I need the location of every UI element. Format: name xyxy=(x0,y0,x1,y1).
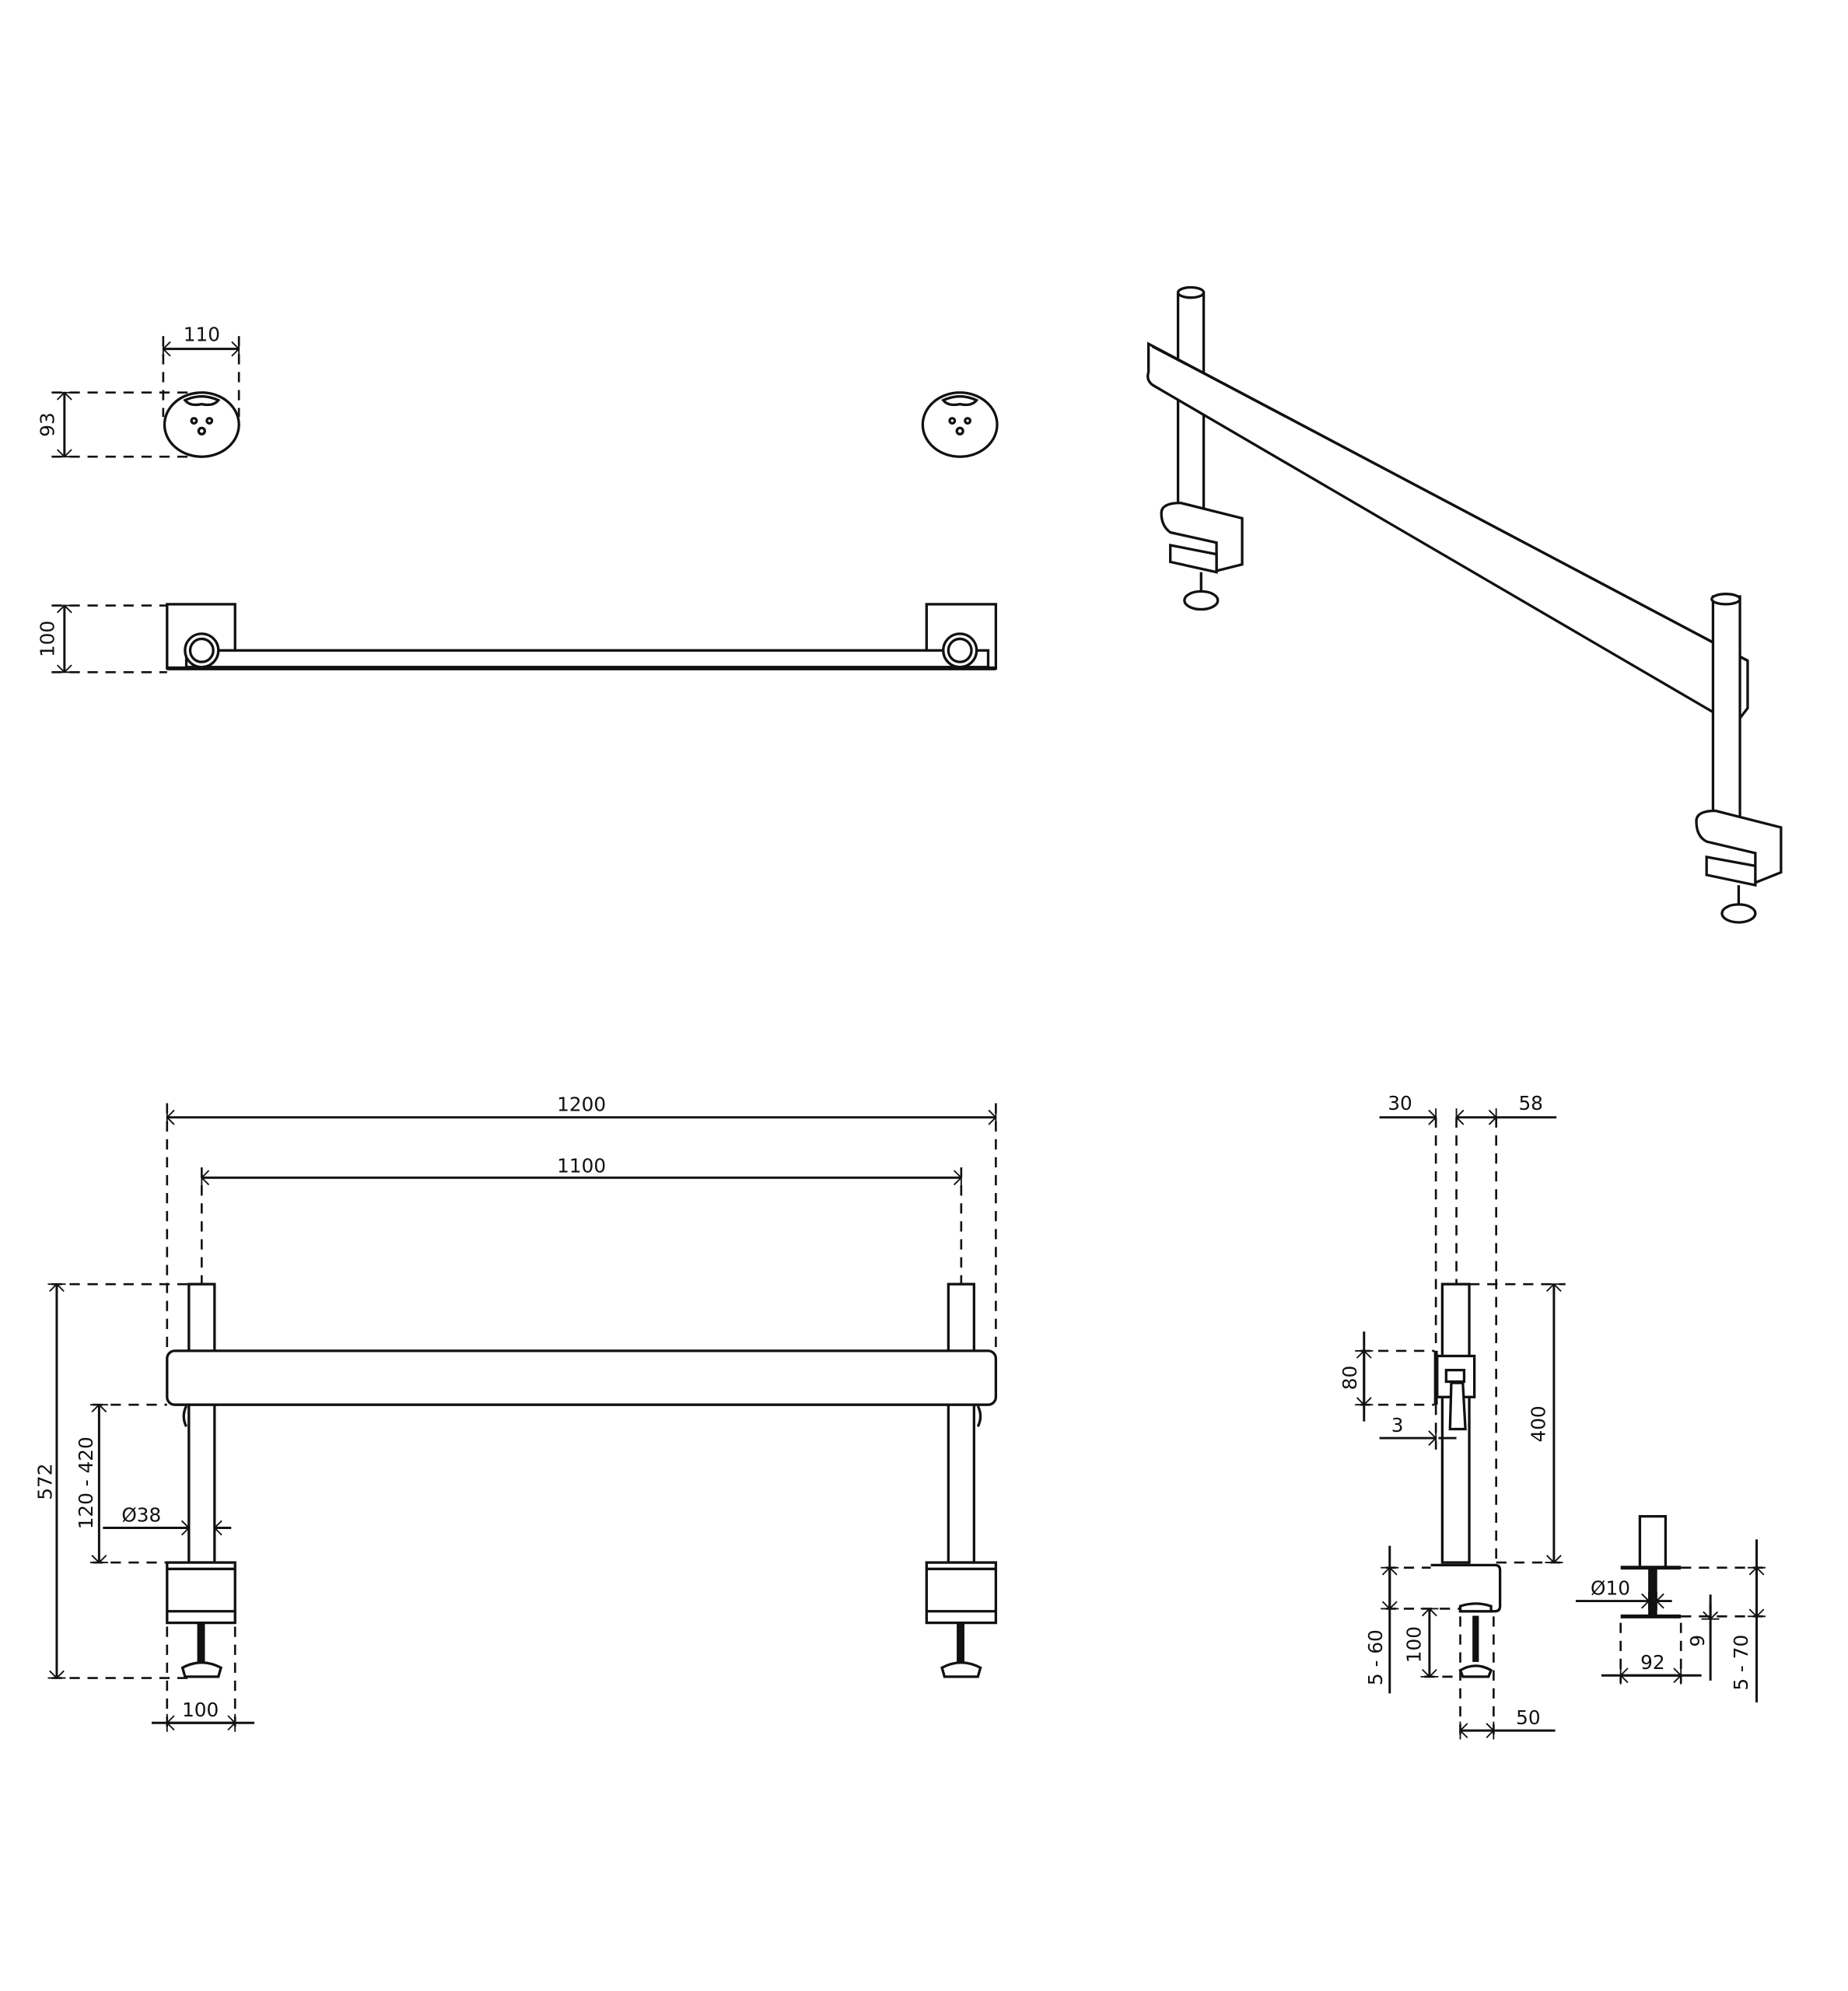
dimension-label-110: 110 xyxy=(184,324,220,346)
dimension-label-93: 93 xyxy=(37,412,59,436)
dimension-label-120-420: 120 - 420 xyxy=(75,1436,97,1529)
dimension-label-100-side: 100 xyxy=(1402,1626,1425,1663)
grommet-detail: Ø10 5 - 70 9 92 xyxy=(1575,1515,1766,1702)
base-plate-top-left xyxy=(163,391,240,458)
dimension-label-400: 400 xyxy=(1527,1405,1549,1442)
pole-right xyxy=(947,1282,975,1564)
dimension-label-9: 9 xyxy=(1686,1635,1709,1647)
dimension-label-3: 3 xyxy=(1391,1414,1404,1436)
dimension-label-diameter-10: Ø10 xyxy=(1591,1576,1630,1599)
dimension-label-diameter-38: Ø38 xyxy=(121,1503,161,1526)
clamp-right xyxy=(925,1561,998,1678)
dimension-label-5-70: 5 - 70 xyxy=(1730,1635,1752,1691)
pole-left xyxy=(187,1282,216,1564)
clamp-side xyxy=(1430,1563,1502,1613)
dimension-label-5-60: 5 - 60 xyxy=(1364,1629,1387,1685)
dimension-label-30: 30 xyxy=(1388,1092,1412,1114)
clamp-left xyxy=(166,1561,236,1678)
dimension-label-80: 80 xyxy=(1339,1366,1361,1390)
side-view: 30 58 80 3 400 5 - 60 100 50 xyxy=(1339,1092,1566,1742)
top-view: 110 93 xyxy=(37,324,999,458)
isometric-view xyxy=(1146,285,1783,924)
dimension-label-572: 572 xyxy=(33,1464,56,1500)
dimension-label-1200: 1200 xyxy=(557,1093,606,1115)
dimension-label-50: 50 xyxy=(1516,1706,1540,1729)
dimension-label-100-clamp: 100 xyxy=(182,1699,219,1721)
base-plate-top-right xyxy=(921,391,999,458)
dimension-label-92: 92 xyxy=(1640,1651,1664,1674)
cross-bar xyxy=(166,1349,998,1406)
dimension-label-100-top: 100 xyxy=(37,621,59,657)
front-top-view: 100 xyxy=(37,603,998,674)
dimension-label-58: 58 xyxy=(1518,1092,1542,1114)
dimension-label-1100: 1100 xyxy=(557,1155,606,1177)
front-view: 1200 1100 572 120 - 420 Ø38 xyxy=(33,1093,998,1732)
